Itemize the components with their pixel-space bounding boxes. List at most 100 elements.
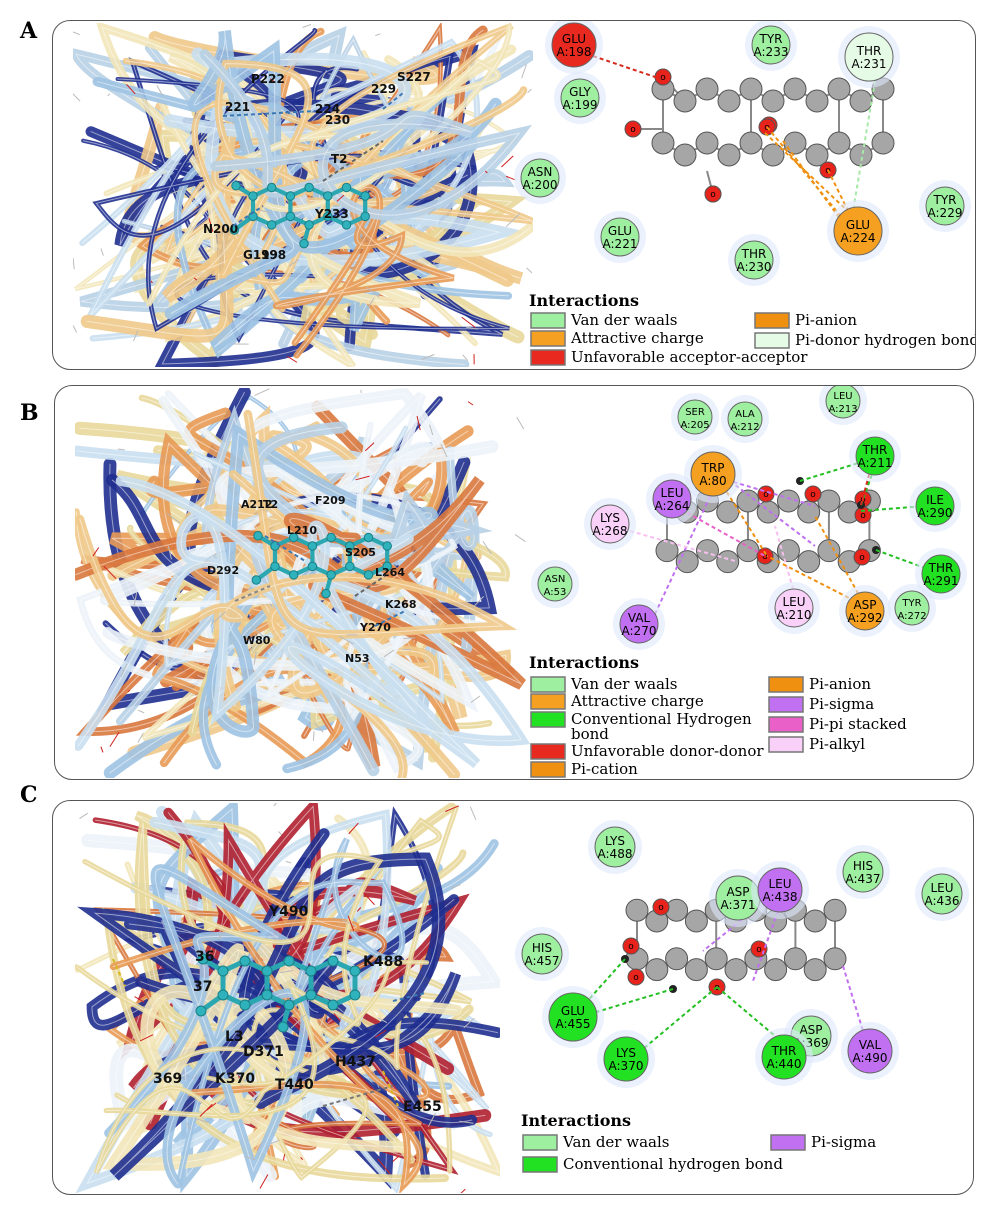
residue-3d-label: Y270 [359,621,391,634]
carbon-atom [655,539,679,563]
side-chain [459,1120,474,1124]
ligand-atom [304,182,314,193]
residue-id: A:370 [609,1059,644,1073]
side-chain [199,1103,213,1117]
oxygen-atom [652,898,670,916]
carbon-atom [761,143,785,167]
ligand-atom [283,999,295,1011]
interaction-line [766,555,856,602]
residue-id: A:230 [737,260,772,274]
side-chain [73,31,81,36]
legend-swatch [754,312,790,329]
carbon-atom [717,89,741,113]
side-chain [290,941,303,955]
side-chain [300,1156,304,1160]
ligand-atom [266,220,277,230]
side-chain [278,831,282,836]
residue-name: TYR [933,193,957,207]
residue-circle [603,1036,649,1082]
residue-name: SER [685,407,705,418]
side-chain [429,424,434,436]
interaction-line [382,1070,399,1107]
ligand-atom [266,182,277,193]
residue-circle [761,1034,807,1080]
ligand-atom [341,182,352,193]
residue-id: A:210 [777,608,812,622]
residue-circle [757,867,803,913]
carbon-atom [673,89,697,113]
residue-id: A:290 [918,506,953,520]
legend-swatch [522,1156,558,1173]
side-chain [290,1014,306,1029]
ligand-atom [253,531,263,541]
residue-id: A:231 [852,57,887,71]
residue-name: TYR [759,32,783,46]
legend-swatch [770,1134,806,1151]
residue-circle [855,436,895,476]
residue-id: A:199 [563,98,598,112]
ribbon-highlight [96,909,422,1149]
side-chain [208,218,214,232]
carbon-atom [665,898,689,922]
side-chain [194,1118,210,1123]
side-chain [383,649,395,658]
panel-letter-c: C [20,782,38,808]
carbon-atom [724,958,748,982]
side-chain [279,970,294,974]
interaction-line [222,110,316,117]
residue-id: A:233 [754,45,789,59]
ligand-atom [323,191,333,201]
residue-circle [727,401,763,437]
residue-3d-label: T2 [331,152,348,166]
legend-label: Pi-anion [809,675,871,693]
residue-id: A:221 [603,237,638,251]
carbon-atom [673,143,697,167]
interaction-line [112,958,126,987]
residue-name: LEU [930,881,953,895]
ligand-3d [251,531,392,599]
residue-3d-label: W80 [243,634,271,647]
carbon-atom [684,909,708,933]
residue-circle [894,590,930,626]
side-chain [505,213,521,228]
residue-3d-label: K370 [215,1071,255,1087]
residue-name: LEU [833,391,852,402]
ligand-atom [305,965,317,977]
ligand-atom [363,570,374,580]
residue-circle [619,604,659,644]
side-chain [73,258,75,270]
ligand-atom [363,532,374,543]
side-chain [392,1155,400,1163]
residue-circle [537,566,573,602]
side-chain [526,267,533,274]
side-chain [342,919,357,927]
carbon-atom [805,89,829,113]
ligand-atom [197,953,209,965]
side-chain [427,1112,436,1128]
oxygen-label: o [710,190,716,200]
side-chain [527,88,532,94]
residue-name: GLU [562,32,586,46]
ligand-atom [307,541,318,551]
carbon-atom [817,539,841,563]
legend-swatch [754,332,790,349]
residue-name: ILE [926,493,944,507]
residue-circle [925,186,965,226]
residue-3d-label: L210 [287,524,317,537]
side-chain [253,651,257,665]
ribbon-highlight [113,858,440,1177]
residue-3d-label: T2 [263,498,278,511]
legend-label: Pi-anion [795,311,857,329]
side-chain [287,355,298,363]
residue-circle [734,240,774,280]
residue-3d-label: 36 [195,949,214,965]
legend-label: Pi-cation [571,760,638,778]
side-chain [109,731,120,747]
interaction-line [234,585,271,602]
carbon-atom [695,77,719,101]
